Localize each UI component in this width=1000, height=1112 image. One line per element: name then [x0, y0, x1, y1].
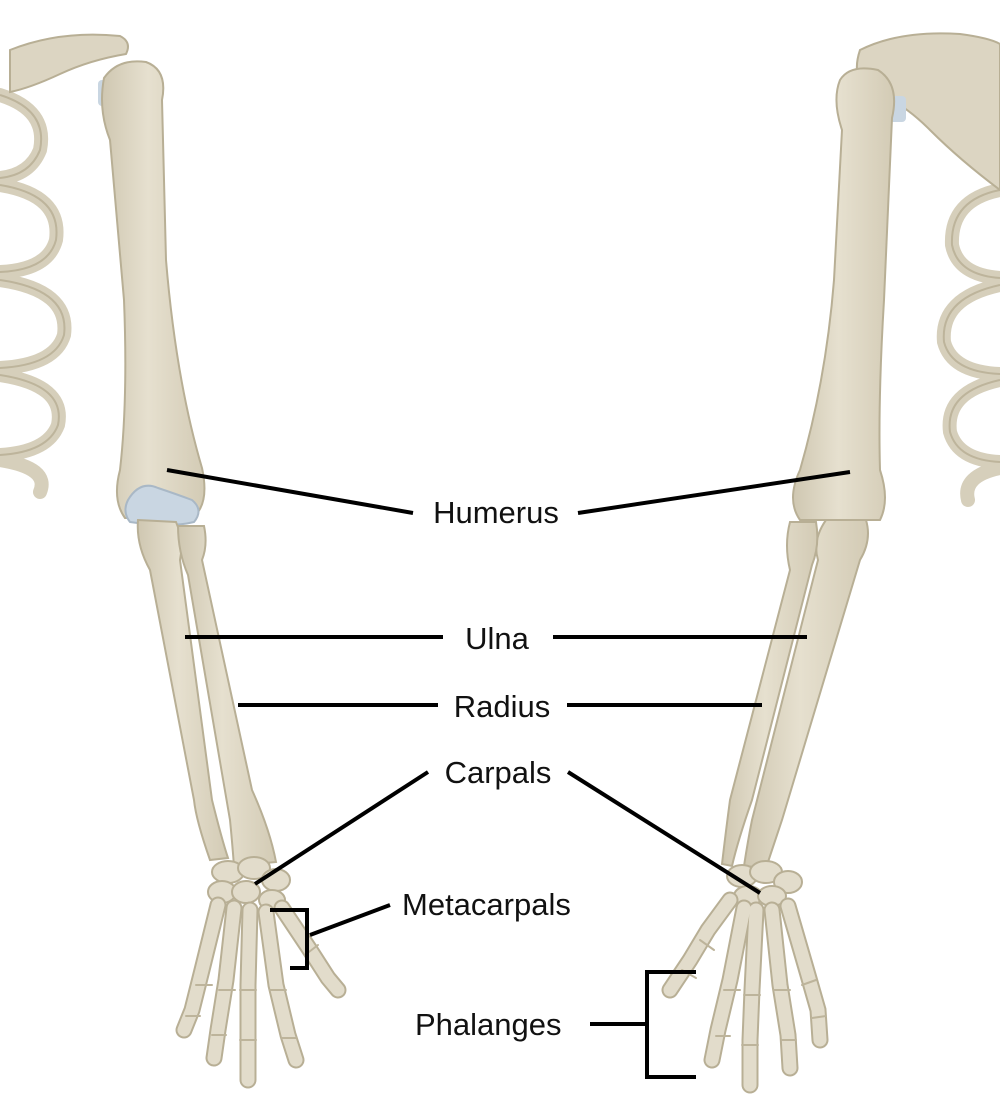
carpals-leader-left: [253, 770, 430, 886]
right-radius: [720, 521, 819, 868]
label-ulna: Ulna: [465, 621, 530, 656]
humerus-leader-left: [166, 468, 414, 515]
leader-lines: [166, 468, 851, 1026]
carpals-leader-right: [566, 770, 762, 895]
label-carpals: Carpals: [445, 755, 552, 790]
left-clavicle: [9, 33, 129, 94]
right-hand-bones: [661, 891, 829, 1094]
metacarpals-bracket: [270, 908, 309, 970]
label-phalanges: Phalanges: [415, 1007, 562, 1042]
left-hand-bones: [175, 896, 347, 1089]
humerus-leader-right: [577, 470, 851, 515]
right-humerus: [792, 67, 896, 521]
left-humerus: [101, 60, 206, 519]
label-metacarpals: Metacarpals: [402, 887, 571, 922]
metacarpals-leader: [309, 903, 391, 937]
label-humerus: Humerus: [433, 495, 559, 530]
right-carpals: [726, 860, 803, 907]
phalanges-bracket: [645, 970, 696, 1079]
label-radius: Radius: [454, 689, 551, 724]
left-radius: [176, 525, 278, 868]
left-elbow-cartilage: [124, 484, 200, 526]
